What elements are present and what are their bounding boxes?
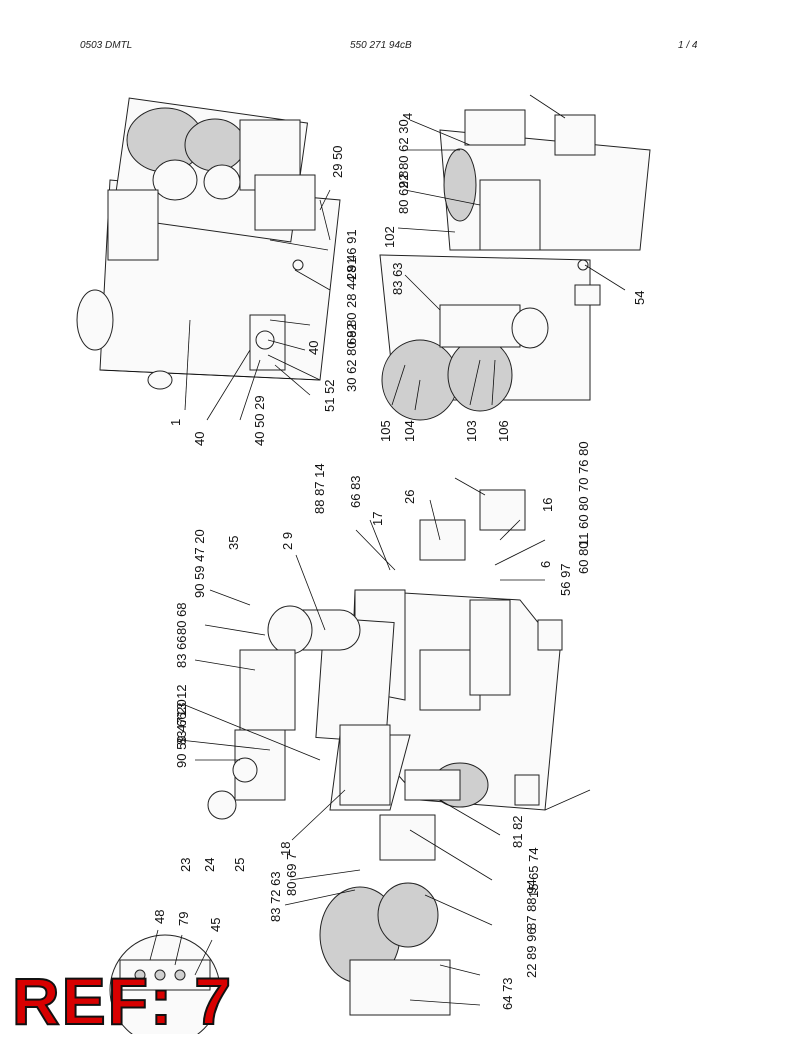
callout-label: 103: [464, 420, 479, 442]
callout-label: 90 59 47 20: [192, 529, 207, 598]
callout-label: 92 80 62 30: [396, 119, 411, 188]
assembly-top-right: [379, 94, 651, 421]
callout-label: 18: [278, 842, 293, 856]
callout-label: 81 82: [510, 815, 525, 848]
callout-label: 56 97: [558, 563, 573, 596]
callout-label: 6: [538, 561, 553, 568]
callout-label: 4: [400, 113, 415, 120]
callout-label: 22 89 96: [524, 927, 539, 978]
callout-label: 26: [402, 490, 417, 504]
callout-label: 87 88 94: [524, 879, 539, 930]
leader-lines: [149, 119, 626, 1006]
callout-label: 35: [226, 536, 241, 550]
callout-label: 25: [232, 858, 247, 872]
callout-label: 13 12: [174, 684, 189, 717]
callout-label: 17: [370, 512, 385, 526]
callout-label: 54: [632, 291, 647, 305]
callout-label: 66 83: [348, 475, 363, 508]
callout-label: 60 80: [576, 541, 591, 574]
header-center: 550 271 94cB: [350, 40, 412, 51]
callout-label: 83 63: [390, 262, 405, 295]
callout-label: 104: [402, 420, 417, 442]
assembly-top-left: [76, 97, 341, 390]
callout-label: 28 44 91: [344, 257, 359, 308]
callout-label: 68 80: [344, 312, 359, 345]
callout-label: 51 52: [322, 379, 337, 412]
callout-label: 105: [378, 420, 393, 442]
callout-label: 40 50 29: [252, 395, 267, 446]
callout-label: 40: [192, 432, 207, 446]
callout-label: 106: [496, 420, 511, 442]
callout-label: 88 87 14: [312, 463, 327, 514]
callout-label: 30 62 80 92: [344, 323, 359, 392]
callout-label: 2 9: [280, 532, 295, 550]
callout-label: 90 59 47 20: [174, 699, 189, 768]
header-right: 1 / 4: [678, 40, 698, 51]
callout-label: 40: [306, 341, 321, 355]
callout-label: 15 65 74: [526, 847, 541, 898]
assembly-bottom: [207, 477, 591, 1016]
callout-label: 48: [152, 910, 167, 924]
callout-label: 1: [168, 419, 183, 426]
callout-label: 80 69 7: [284, 853, 299, 896]
callout-label: 16: [540, 498, 555, 512]
callout-label: 64 73: [500, 977, 515, 1010]
callout-label: 83 66: [174, 635, 189, 668]
ref-badge: REF: 7: [11, 964, 234, 1038]
callout-label: 28 46 91: [344, 229, 359, 280]
callout-label: 11 60 80: [576, 496, 591, 546]
inset-detail: [109, 934, 221, 1034]
callout-label: 79: [176, 912, 191, 926]
callout-label: 23: [178, 858, 193, 872]
callout-label: 29 50: [330, 145, 345, 178]
callout-label: 102: [382, 226, 397, 248]
callout-label: 83 72 63: [268, 871, 283, 922]
callout-label: 83 66: [174, 712, 189, 745]
callout-label: 80 62 8: [396, 171, 411, 214]
callout-label: 24: [202, 858, 217, 872]
callout-label: 80 68: [174, 602, 189, 635]
callout-label: 45: [208, 918, 223, 932]
header-left: 0503 DMTL: [80, 40, 133, 51]
callout-label: 70 76 80: [576, 441, 591, 492]
